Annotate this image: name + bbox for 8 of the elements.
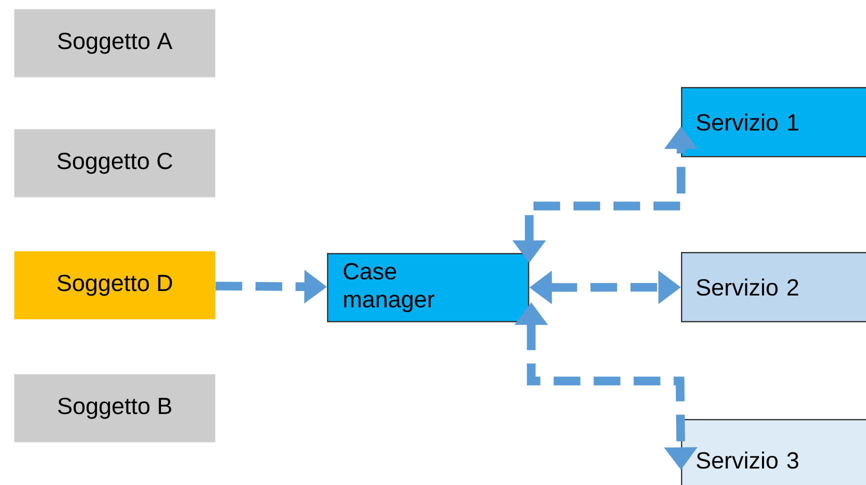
subject-box: Soggetto C — [14, 129, 216, 198]
subject-box: Soggetto A — [14, 9, 216, 78]
subject-box: Soggetto B — [14, 374, 216, 442]
case-manager-box: Case manager — [327, 253, 530, 322]
subject-box: Soggetto D — [14, 251, 216, 320]
service-box: Servizio 2 — [681, 252, 866, 322]
service-box: Servizio 1 — [681, 87, 866, 158]
service-box: Servizio 3 — [681, 419, 866, 485]
